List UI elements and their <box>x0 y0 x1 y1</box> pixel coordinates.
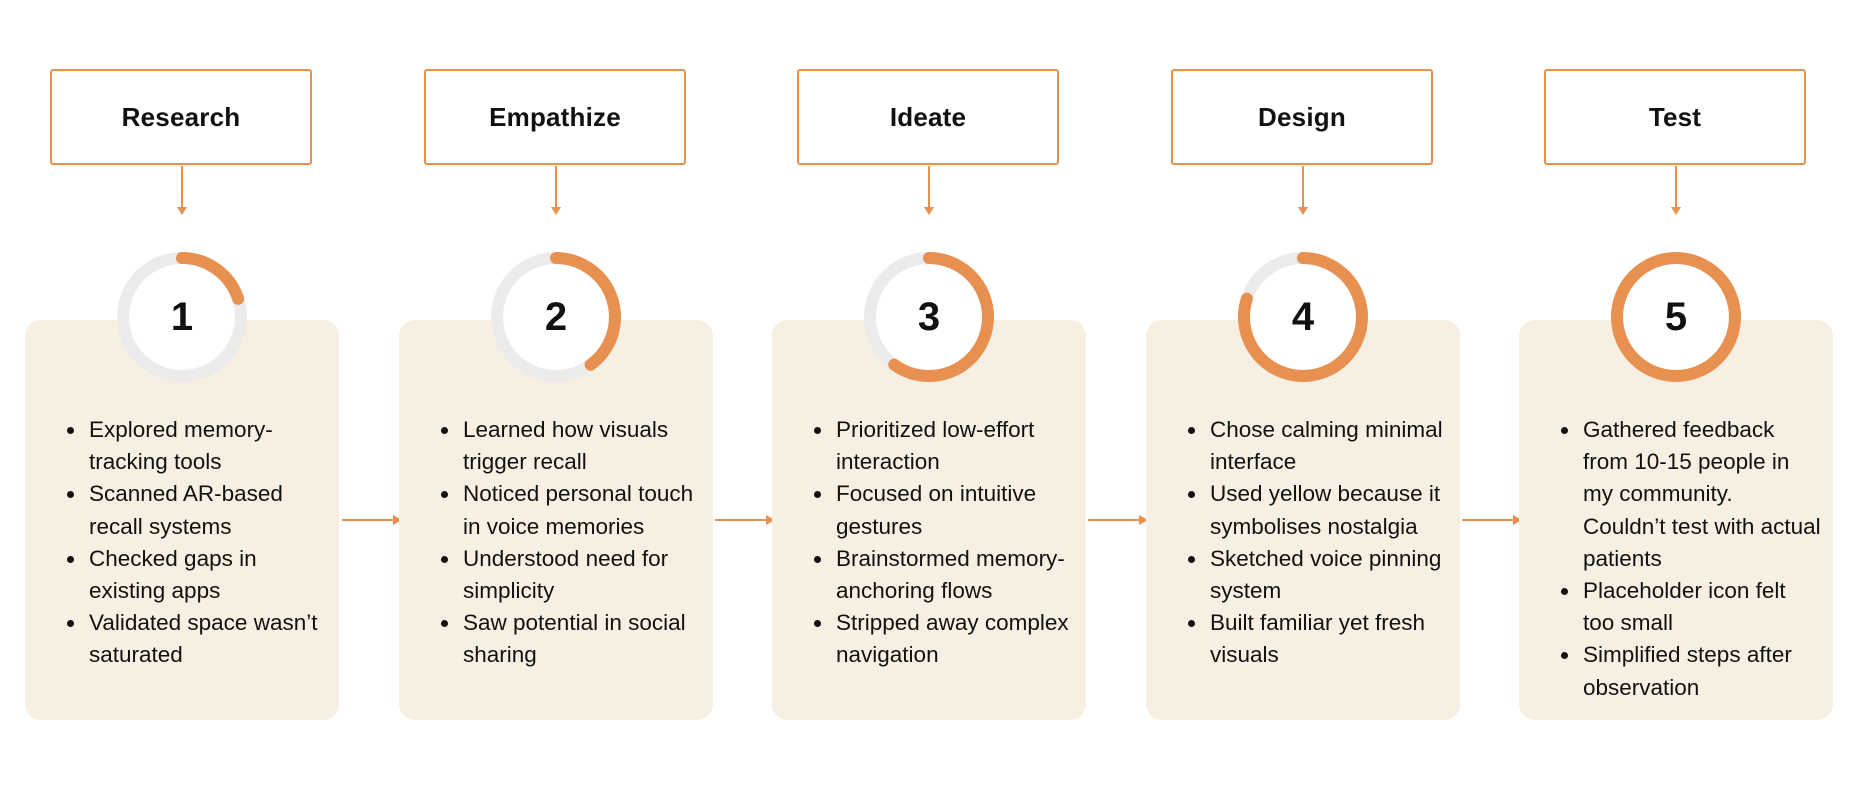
bullet-item: Used yellow because it symbolises nostal… <box>1208 478 1448 542</box>
down-arrow-icon <box>924 166 934 215</box>
step-bullet-list: Chose calming minimal interface Used yel… <box>1186 414 1448 672</box>
step-title: Design <box>1258 101 1346 132</box>
bullet-item: Understood need for simplicity <box>461 543 701 607</box>
progress-arc <box>117 252 247 382</box>
progress-ring: 2 <box>489 250 623 384</box>
right-arrow-icon <box>1088 515 1148 525</box>
progress-arc <box>1238 252 1368 382</box>
bullet-item: Brainstormed memory-anchoring flows <box>834 543 1074 607</box>
bullet-item: Chose calming minimal interface <box>1208 414 1448 478</box>
step-card <box>25 320 339 720</box>
bullet-item: Stripped away complex navigation <box>834 607 1074 671</box>
bullet-item: Checked gaps in existing apps <box>87 543 327 607</box>
step-card <box>1146 320 1460 720</box>
step-title: Research <box>121 101 241 132</box>
step-title-box: Design <box>1171 69 1433 165</box>
progress-arc <box>864 252 994 382</box>
progress-arc <box>1611 252 1741 382</box>
bullet-item: Simplified steps after observation <box>1581 639 1821 703</box>
bullet-item: Placeholder icon felt too small <box>1581 575 1821 639</box>
down-arrow-icon <box>551 166 561 215</box>
step-title-box: Test <box>1544 69 1806 165</box>
progress-ring: 3 <box>862 250 996 384</box>
step-title-box: Empathize <box>424 69 686 165</box>
step-number: 3 <box>917 294 941 339</box>
step-research: Research 1 Explored memory-tracking tool… <box>25 0 339 794</box>
step-bullet-list: Explored memory-tracking tools Scanned A… <box>65 414 327 672</box>
progress-ring: 5 <box>1609 250 1743 384</box>
bullet-item: Saw potential in social sharing <box>461 607 701 671</box>
step-number: 5 <box>1664 294 1688 339</box>
down-arrow-icon <box>1671 166 1681 215</box>
bullet-item: Gathered feedback from 10-15 people in m… <box>1581 414 1821 575</box>
bullet-item: Noticed personal touch in voice memories <box>461 478 701 542</box>
step-test: Test 5 Gathered feedback from 10-15 peop… <box>1519 0 1833 794</box>
step-title-box: Ideate <box>797 69 1059 165</box>
step-bullet-list: Gathered feedback from 10-15 people in m… <box>1559 414 1821 704</box>
bullet-item: Learned how visuals trigger recall <box>461 414 701 478</box>
progress-ring: 4 <box>1236 250 1370 384</box>
step-bullet-list: Learned how visuals trigger recall Notic… <box>439 414 701 672</box>
bullet-item: Sketched voice pinning system <box>1208 543 1448 607</box>
step-card <box>772 320 1086 720</box>
step-number: 1 <box>170 294 194 339</box>
step-ideate: Ideate 3 Prioritized low-effort interact… <box>772 0 1086 794</box>
bullet-item: Prioritized low-effort interaction <box>834 414 1074 478</box>
step-title: Empathize <box>489 101 621 132</box>
step-card <box>1519 320 1833 720</box>
step-title-box: Research <box>50 69 312 165</box>
step-empathize: Empathize 2 Learned how visuals trigger … <box>399 0 713 794</box>
step-title: Test <box>1648 101 1702 132</box>
bullet-item: Scanned AR-based recall systems <box>87 478 327 542</box>
progress-ring: 1 <box>115 250 249 384</box>
step-bullet-list: Prioritized low-effort interaction Focus… <box>812 414 1074 672</box>
down-arrow-icon <box>177 166 187 215</box>
down-arrow-icon <box>1298 166 1308 215</box>
step-number: 2 <box>544 294 568 339</box>
right-arrow-icon <box>715 515 775 525</box>
bullet-item: Focused on intuitive gestures <box>834 478 1074 542</box>
bullet-item: Built familiar yet fresh visuals <box>1208 607 1448 671</box>
progress-arc <box>491 252 621 382</box>
bullet-item: Explored memory-tracking tools <box>87 414 327 478</box>
step-design: Design 4 Chose calming minimal interface… <box>1146 0 1460 794</box>
step-card <box>399 320 713 720</box>
right-arrow-icon <box>342 515 402 525</box>
right-arrow-icon <box>1462 515 1522 525</box>
bullet-item: Validated space wasn’t saturated <box>87 607 327 671</box>
step-title: Ideate <box>889 101 967 132</box>
step-number: 4 <box>1291 294 1315 339</box>
